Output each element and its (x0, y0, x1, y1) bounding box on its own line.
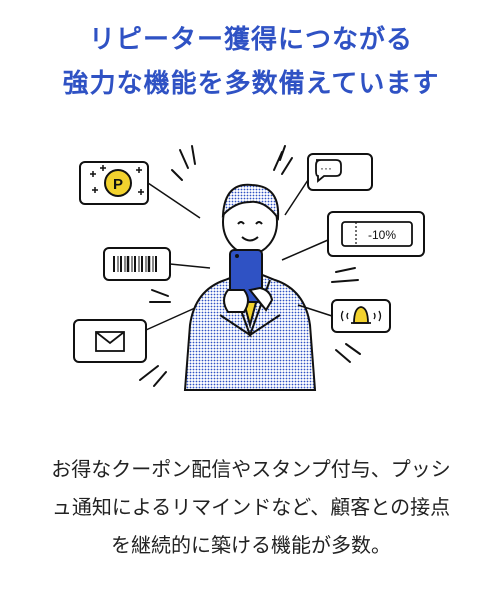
description-line-3: を継続的に築ける機能が多数。 (111, 533, 391, 557)
headline-line-2: 強力な機能を多数備えています (62, 69, 440, 99)
emphasis-lines (139, 145, 361, 387)
headline-line-1: リピーター獲得につながる (88, 25, 413, 55)
point-badge-letter: P (113, 176, 123, 193)
person-with-phone-illustration: P ··· -10% (73, 145, 425, 391)
mail-icon (73, 307, 196, 363)
description: お得なクーポン配信やスタンプ付与、プッシ ュ通知によるリマインドなど、顧客との接… (0, 450, 502, 564)
description-line-1: お得なクーポン配信やスタンプ付与、プッシ (51, 457, 451, 481)
person-head (221, 183, 280, 271)
headline: リピーター獲得につながる 強力な機能を多数備えています (0, 18, 502, 106)
chat-bubble-icon: ··· (284, 153, 373, 216)
coupon-discount-text: -10% (368, 228, 396, 242)
chat-bubble-dots: ··· (320, 161, 332, 175)
bell-icon (297, 299, 391, 333)
barcode-icon (103, 247, 211, 281)
hands (223, 286, 274, 313)
description-line-2: ュ通知によるリマインドなど、顧客との接点 (51, 495, 451, 519)
coupon-icon: -10% (281, 211, 425, 261)
point-card-icon: P (79, 161, 201, 219)
